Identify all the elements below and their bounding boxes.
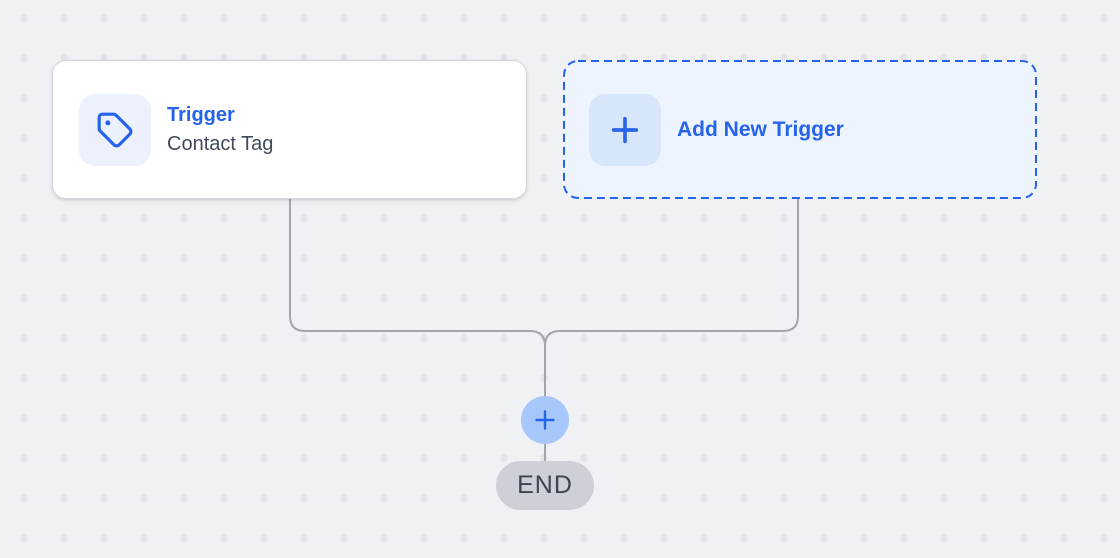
end-node: END xyxy=(496,461,594,510)
trigger-node-subtitle: Contact Tag xyxy=(167,133,274,155)
tag-icon xyxy=(97,112,133,147)
plus-icon xyxy=(535,410,555,430)
add-trigger-icon-tile xyxy=(589,93,661,166)
trigger-node-title: Trigger xyxy=(167,104,235,126)
trigger-node-text: Trigger Contact Tag xyxy=(167,103,273,156)
add-step-button[interactable] xyxy=(521,396,569,444)
plus-icon xyxy=(611,116,639,143)
trigger-node-card[interactable]: Trigger Contact Tag xyxy=(52,60,527,199)
trigger-icon-tile xyxy=(79,93,151,166)
end-node-label: END xyxy=(517,471,573,499)
add-new-trigger-card[interactable]: Add New Trigger xyxy=(563,60,1037,199)
add-new-trigger-label: Add New Trigger xyxy=(677,117,844,141)
